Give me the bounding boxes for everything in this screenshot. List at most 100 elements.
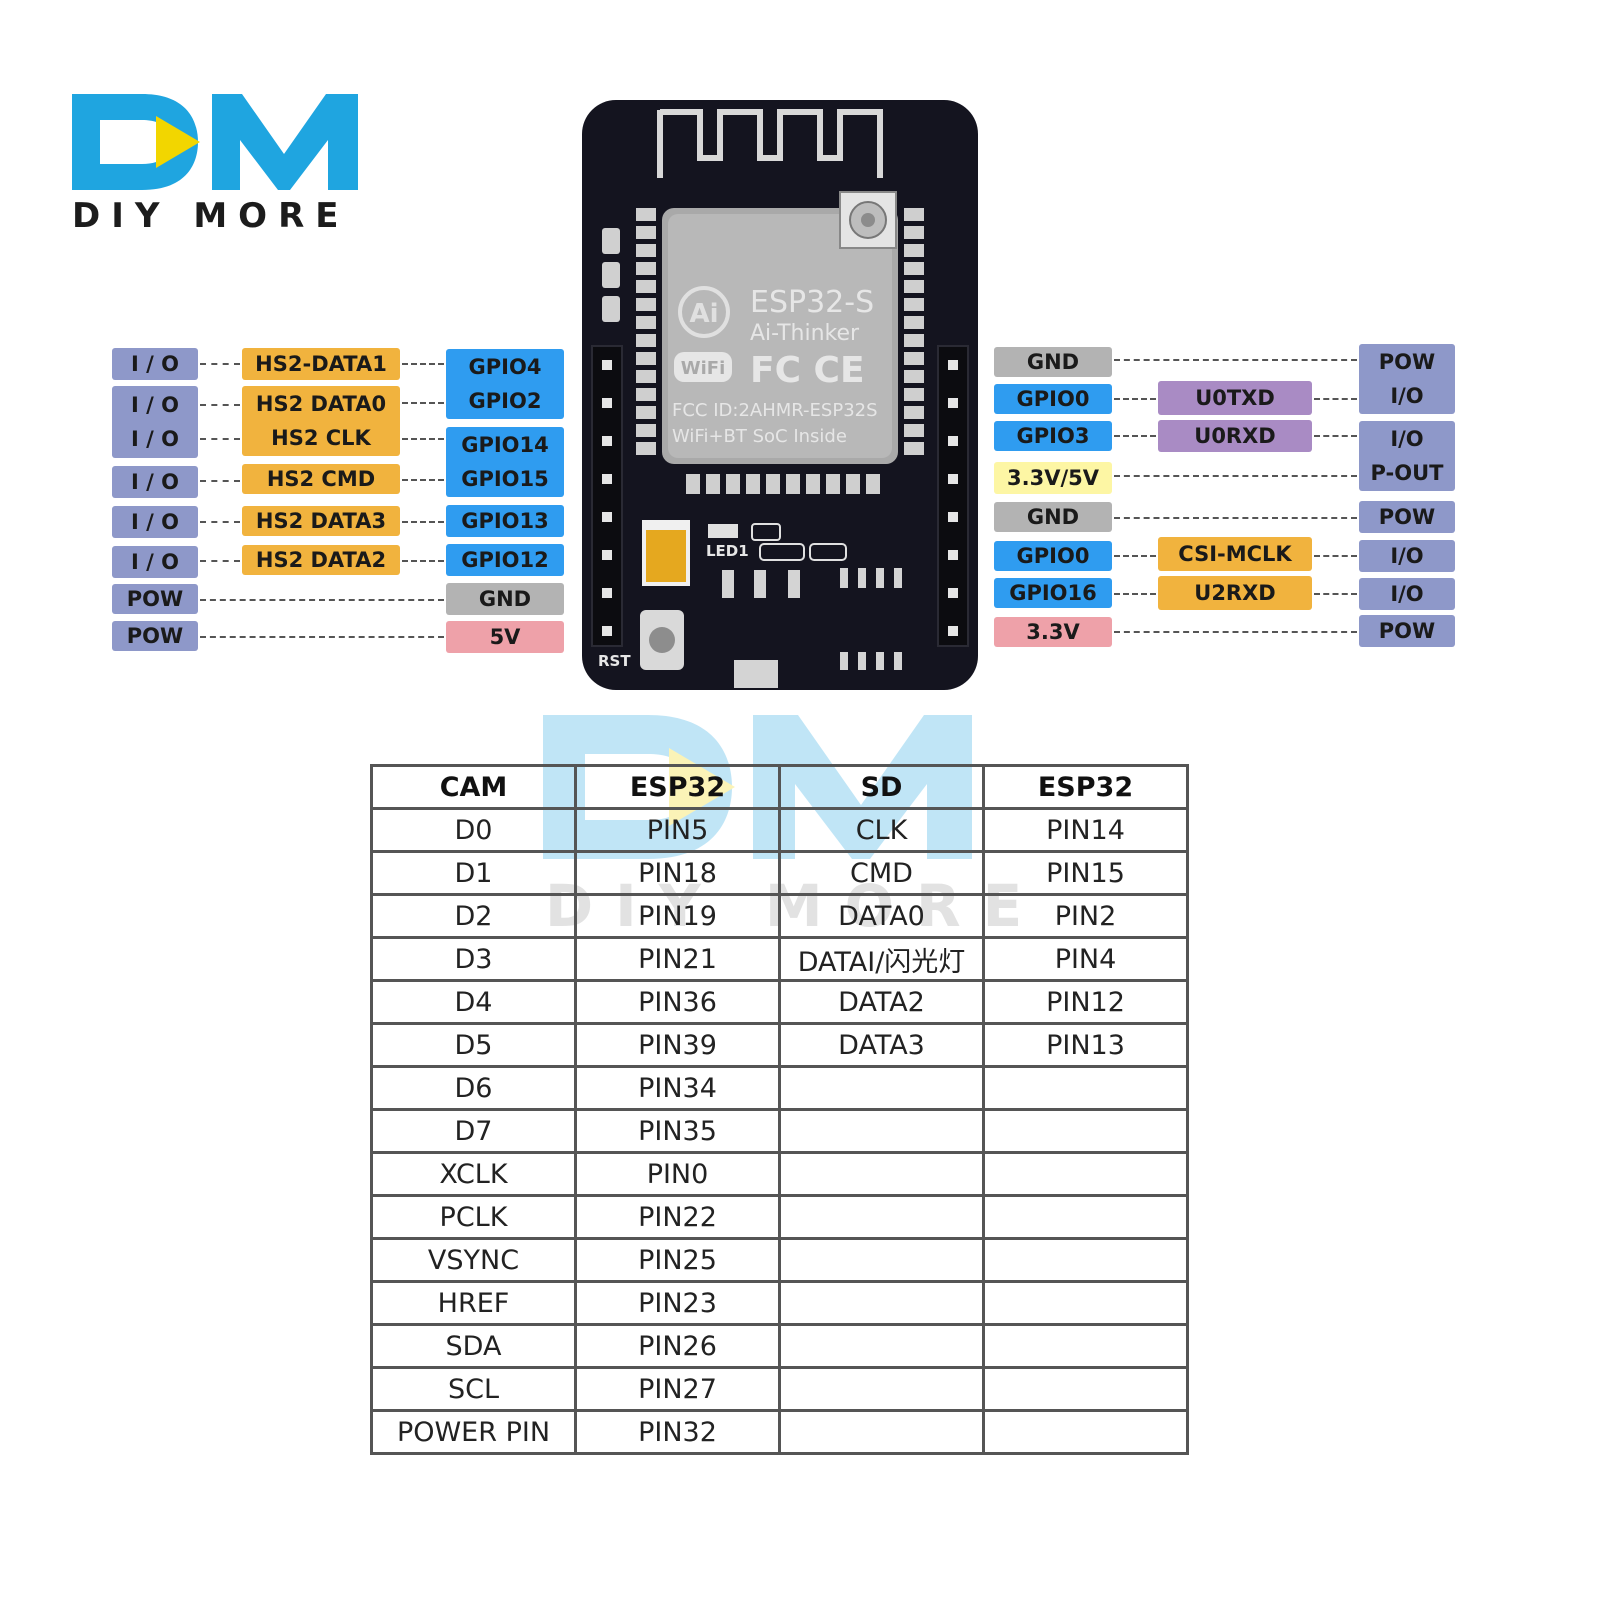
connector-line <box>402 438 444 440</box>
cam-cell: VSYNC <box>370 1237 577 1283</box>
cam-cell: PCLK <box>370 1194 577 1240</box>
left-gpio-label-group: GPIO14 GPIO15 <box>446 427 564 497</box>
cam-esp32-cell: PIN32 <box>574 1409 781 1455</box>
left-gpio-label: GPIO15 <box>461 467 549 491</box>
left-type-label: POW <box>112 621 198 651</box>
smd-components <box>722 568 902 688</box>
left-type-label: I / O <box>112 466 198 498</box>
connector-line <box>1114 593 1156 595</box>
left-type-label-group: I / O I / O <box>112 386 198 458</box>
module-name: ESP32-S <box>750 285 874 320</box>
cam-cell: D1 <box>370 850 577 896</box>
sd-esp32-cell: PIN4 <box>982 936 1189 982</box>
cam-esp32-cell: PIN34 <box>574 1065 781 1111</box>
right-type-label: I/O <box>1390 427 1424 451</box>
right-pin-label: GND <box>994 502 1112 532</box>
sd-cell: DATA0 <box>778 893 985 939</box>
ufl-connector-icon <box>839 191 897 249</box>
cam-esp32-cell: PIN21 <box>574 936 781 982</box>
right-func-label: CSI-MCLK <box>1158 537 1312 571</box>
sd-cell: CLK <box>778 807 985 853</box>
cam-esp32-cell: PIN19 <box>574 893 781 939</box>
left-func-label: HS2 DATA3 <box>242 506 400 536</box>
connector-line <box>200 438 240 440</box>
cam-esp32-cell: PIN25 <box>574 1237 781 1283</box>
sd-esp32-cell <box>982 1151 1189 1197</box>
right-pin-label: GPIO0 <box>994 541 1112 571</box>
sd-cell <box>778 1323 985 1369</box>
left-func-label-group: HS2 DATA0 HS2 CLK <box>242 386 400 456</box>
cam-esp32-cell: PIN39 <box>574 1022 781 1068</box>
sd-esp32-cell: PIN15 <box>982 850 1189 896</box>
sd-cell <box>778 1065 985 1111</box>
left-gpio-label: 5V <box>446 621 564 653</box>
left-type-label: POW <box>112 584 198 614</box>
left-gpio-label: GND <box>446 583 564 615</box>
cam-cell: HREF <box>370 1280 577 1326</box>
left-func-label: HS2 CMD <box>242 464 400 494</box>
right-pin-label: 3.3V <box>994 617 1112 647</box>
dm-logo-icon <box>72 94 358 190</box>
led-icon: LED1 <box>706 523 847 561</box>
right-func-label: U0RXD <box>1158 420 1312 452</box>
connector-line <box>1114 435 1156 437</box>
right-type-label: I/O <box>1390 384 1424 408</box>
connector-line <box>200 404 240 406</box>
left-gpio-label-group: GPIO4 GPIO2 <box>446 349 564 419</box>
header-cam: CAM <box>370 764 577 810</box>
cam-esp32-cell: PIN18 <box>574 850 781 896</box>
cam-cell: POWER PIN <box>370 1409 577 1455</box>
left-type-label: I / O <box>112 506 198 538</box>
connector-line <box>1114 475 1357 477</box>
connector-line <box>200 636 444 638</box>
cam-esp32-cell: PIN23 <box>574 1280 781 1326</box>
sd-esp32-cell <box>982 1366 1189 1412</box>
connector-line <box>200 521 240 523</box>
right-type-label: I/O <box>1359 578 1455 610</box>
cam-cell: D0 <box>370 807 577 853</box>
connector-line <box>402 402 444 404</box>
cam-esp32-cell: PIN35 <box>574 1108 781 1154</box>
sd-cell: DATA2 <box>778 979 985 1025</box>
module-maker: Ai-Thinker <box>750 321 860 346</box>
sd-cell <box>778 1280 985 1326</box>
antenna-trace <box>657 109 883 178</box>
connector-line <box>1314 435 1357 437</box>
sd-cell <box>778 1237 985 1283</box>
right-pin-label: GPIO0 <box>994 384 1112 414</box>
led-label: LED1 <box>706 542 749 560</box>
left-func-label: HS2 DATA2 <box>242 545 400 575</box>
right-header-pins <box>937 345 969 647</box>
left-func-label: HS2 CLK <box>271 426 371 450</box>
right-func-label: U2RXD <box>1158 576 1312 610</box>
cam-cell: D6 <box>370 1065 577 1111</box>
connector-line <box>1314 398 1357 400</box>
cam-cell: D2 <box>370 893 577 939</box>
connector-line <box>1114 517 1357 519</box>
sd-esp32-cell: PIN12 <box>982 979 1189 1025</box>
reset-button-icon: RST <box>598 610 684 670</box>
cam-cell: SDA <box>370 1323 577 1369</box>
connector-line <box>1114 359 1357 361</box>
connector-line <box>200 599 444 601</box>
fcc-id: FCC ID:2AHMR-ESP32S <box>672 400 878 421</box>
left-gpio-label: GPIO2 <box>468 389 542 413</box>
connector-line <box>402 560 444 562</box>
sd-esp32-cell: PIN14 <box>982 807 1189 853</box>
sd-esp32-cell <box>982 1065 1189 1111</box>
left-gpio-label: GPIO14 <box>461 433 549 457</box>
cam-esp32-cell: PIN36 <box>574 979 781 1025</box>
right-type-label: P-OUT <box>1370 461 1444 485</box>
cam-cell: D3 <box>370 936 577 982</box>
connector-line <box>1114 398 1156 400</box>
